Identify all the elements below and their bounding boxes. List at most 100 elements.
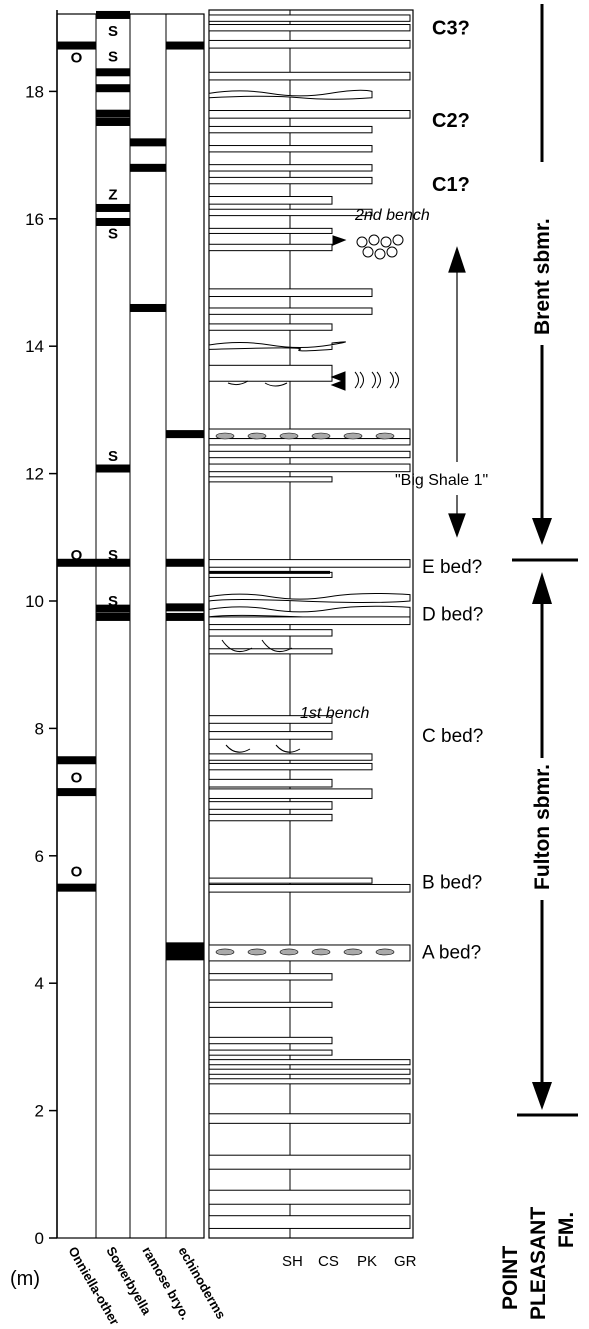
lithology-bed (208, 883, 411, 893)
concretion-nodule (215, 432, 235, 440)
bed-label: C2? (432, 110, 470, 132)
lithology-bed (208, 89, 373, 100)
occurrence-band-ramose_bryo (130, 138, 166, 147)
occurrence-letter-onniella: O (71, 769, 83, 786)
lithology-bed (208, 323, 333, 331)
lithology-bed (208, 227, 333, 234)
lithology-bed (208, 341, 346, 352)
occurrence-band-echinoderms (166, 430, 204, 439)
bed-label: B bed? (422, 872, 482, 893)
lithology-bed (208, 125, 373, 134)
lithology-bed (208, 176, 373, 185)
unit-label-brent: Brent sbmr. (531, 218, 554, 335)
y-tick-label: 2 (35, 1102, 44, 1121)
y-tick-label: 6 (35, 847, 44, 866)
occurrence-band-sowerbyella (96, 109, 130, 118)
lithology-bed (208, 762, 373, 771)
occurrence-letter-sowerbyella: S (108, 547, 118, 564)
axis-unit: (m) (10, 1268, 40, 1290)
occurrence-band-onniella (57, 41, 96, 50)
concretion-nodule (311, 432, 331, 440)
lithology-bed (208, 364, 333, 382)
lithology-bed (208, 731, 333, 740)
scale-label-pk: PK (357, 1253, 377, 1270)
y-tick-label: 18 (25, 82, 44, 101)
lithology-bed (208, 877, 373, 884)
lithology-bed (208, 1049, 333, 1056)
occurrence-letter-sowerbyella: S (108, 593, 118, 610)
lithology-bed (208, 196, 333, 205)
occurrence-band-sowerbyella (96, 217, 130, 226)
lithology-bed (208, 801, 333, 810)
occurrence-band-echinoderms (166, 603, 204, 612)
occurrence-band-sowerbyella (96, 612, 130, 621)
occurrence-band-echinoderms (166, 612, 204, 621)
lithology-bed (208, 24, 411, 32)
lithology-bed (208, 605, 411, 619)
gastropod-burrow-icon (330, 371, 399, 391)
lithology-bed (208, 788, 373, 799)
lithology-bed (208, 593, 411, 603)
concretion-nodule (343, 432, 363, 440)
lithology-bed (208, 778, 333, 788)
unit-label-point-pleasant-3: FM. (555, 1212, 578, 1248)
lithology-bed (208, 288, 373, 298)
occurrence-band-echinoderms (166, 942, 204, 961)
occurrence-band-ramose_bryo (130, 163, 166, 172)
concretion-nodule (247, 432, 267, 440)
occurrence-band-sowerbyella (96, 84, 130, 93)
brachiopod-cluster-icon (332, 234, 404, 260)
lithology-bed (208, 243, 333, 252)
lithology-bed (208, 463, 411, 473)
lithology-column (208, 9, 414, 1239)
occurrence-band-sowerbyella (96, 10, 130, 19)
bed-label: C1? (432, 174, 470, 196)
lithology-scale-labels: SH CS PK GR (282, 1253, 417, 1270)
concretion-nodule (247, 948, 267, 956)
lithology-bed (208, 438, 411, 446)
occurrence-letter-sowerbyella: S (108, 23, 118, 40)
lithology-bed (208, 1001, 333, 1008)
unit-brackets (512, 4, 578, 1117)
lithology-bed (208, 616, 411, 626)
occurrence-letter-onniella: O (71, 547, 83, 564)
occurrence-band-echinoderms (166, 41, 204, 50)
lithology-bed (208, 164, 373, 172)
bed-labels: C3?C2?C1?E bed?D bed?C bed?B bed?A bed? (422, 18, 483, 964)
unit-label-point-pleasant-1: POINT (499, 1246, 522, 1310)
lithology-bed (208, 1078, 411, 1085)
trace-fossil-icon (221, 380, 301, 753)
lithology-bed (208, 450, 411, 459)
lithology-bed (208, 1059, 411, 1066)
lithology-bed (208, 559, 411, 568)
lithology-bed (208, 14, 411, 22)
y-tick-label: 16 (25, 210, 44, 229)
lithology-bed (208, 71, 411, 81)
concretion-nodule (343, 948, 363, 956)
big-shale-label: "Big Shale 1" (395, 472, 488, 489)
unit-label-fulton: Fulton sbmr. (531, 764, 554, 890)
lithology-bed (208, 1189, 411, 1205)
scale-label-cs: CS (318, 1253, 339, 1270)
occurrence-band-sowerbyella (96, 68, 130, 77)
lithology-bed (208, 476, 333, 483)
y-tick-label: 10 (25, 592, 44, 611)
occurrence-band-onniella (57, 883, 96, 892)
occurrence-band-sowerbyella (96, 464, 130, 473)
y-tick-label: 0 (35, 1229, 44, 1248)
second-bench-label: 2nd bench (354, 207, 430, 224)
concretion-nodule (375, 432, 395, 440)
first-bench-label: 1st bench (300, 705, 369, 722)
unit-label-point-pleasant-2: PLEASANT (527, 1207, 550, 1320)
lithology-bed (208, 1068, 411, 1075)
lithology-bed (208, 715, 333, 724)
lithology-bed (208, 208, 373, 217)
lithology-bed (208, 1215, 411, 1229)
y-tick-label: 4 (35, 974, 44, 993)
lithology-bed (208, 145, 373, 153)
lithology-bed (208, 307, 373, 315)
lithology-bed (208, 629, 333, 637)
bed-label: A bed? (422, 942, 481, 963)
